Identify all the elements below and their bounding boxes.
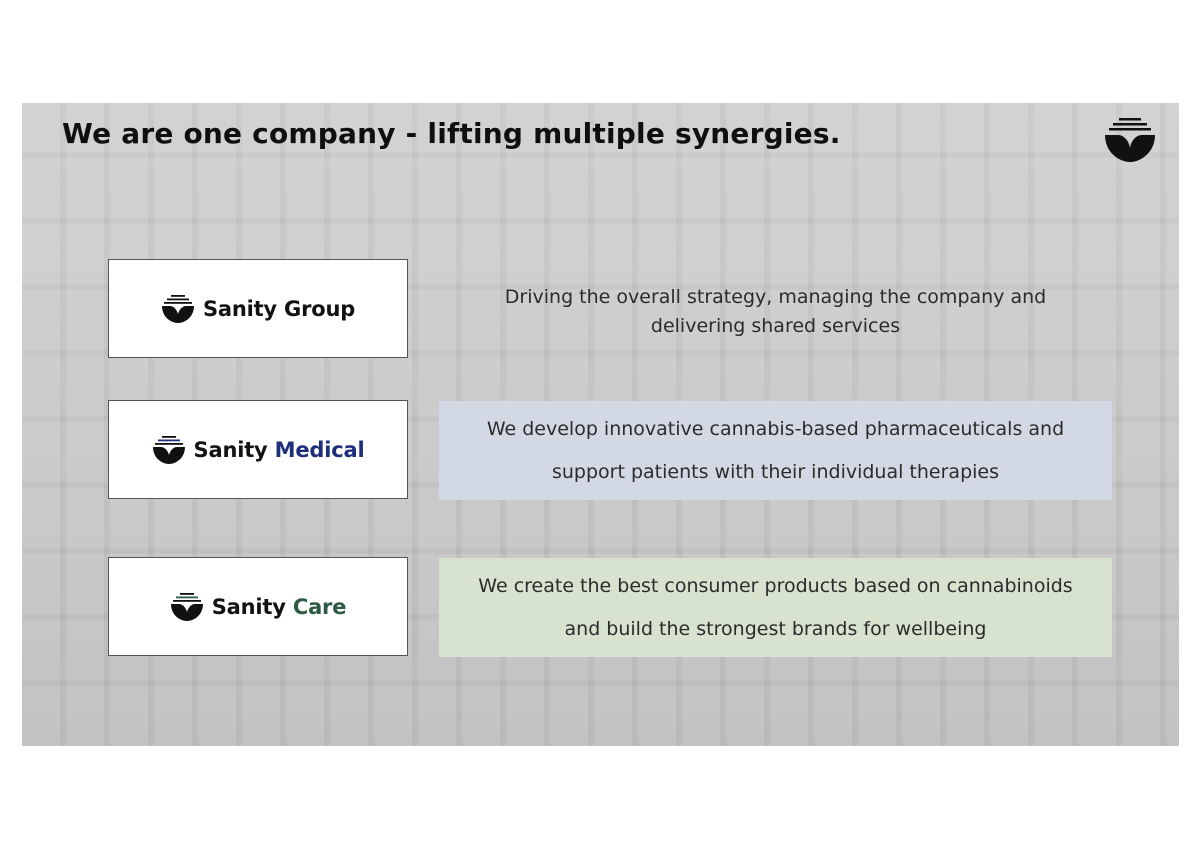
- sanity-group-logo-card: Sanity Group: [108, 259, 408, 358]
- brand-name: Sanity Group: [202, 296, 356, 321]
- sanity-care-logo-card: Sanity Care: [108, 557, 408, 656]
- sanity-medical-description: We develop innovative cannabis-based pha…: [439, 401, 1112, 500]
- sanity-care-description: We create the best consumer products bas…: [439, 558, 1112, 657]
- brand-name: Sanity Care: [211, 594, 347, 619]
- brand-name: Sanity Medical: [193, 437, 365, 462]
- description-line: We create the best consumer products bas…: [478, 574, 1073, 597]
- sanity-leaf-icon: [170, 592, 203, 621]
- slide: We are one company - lifting multiple sy…: [22, 103, 1179, 746]
- slide-title: We are one company - lifting multiple sy…: [62, 117, 841, 150]
- sanity-leaf-icon: [152, 435, 185, 464]
- sanity-leaf-icon: [1105, 118, 1155, 162]
- description-line: and build the strongest brands for wellb…: [564, 617, 987, 640]
- description-line: delivering shared services: [650, 315, 901, 337]
- sanity-medical-logo-card: Sanity Medical: [108, 400, 408, 499]
- sanity-group-description: Driving the overall strategy, managing t…: [439, 281, 1112, 343]
- description-line: Driving the overall strategy, managing t…: [504, 286, 1047, 308]
- sanity-leaf-icon: [161, 294, 194, 323]
- description-line: We develop innovative cannabis-based pha…: [486, 417, 1065, 440]
- description-line: support patients with their individual t…: [551, 460, 999, 483]
